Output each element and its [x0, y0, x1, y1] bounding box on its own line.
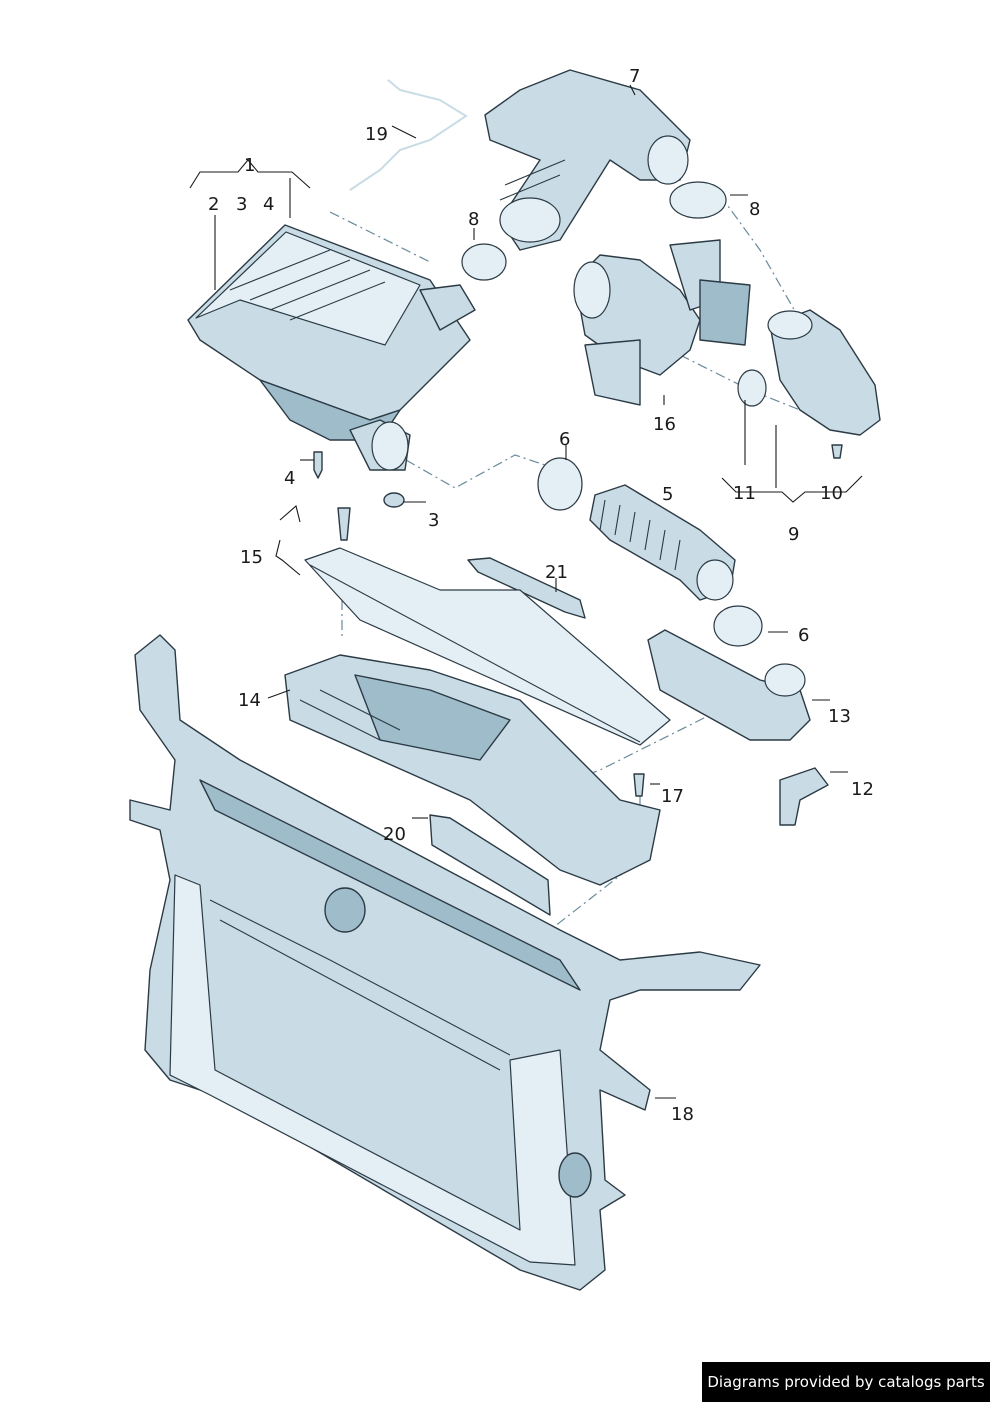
part-10-screw: [831, 444, 843, 459]
callout-4-screw: 4: [284, 468, 295, 489]
part-6-clamp-lower: [713, 605, 763, 647]
callout-9: 9: [788, 524, 799, 545]
part-15-screw: [337, 507, 351, 541]
credit-badge: Diagrams provided by catalogs parts: [702, 1362, 990, 1402]
part-11-o-ring: [737, 369, 767, 407]
callout-7: 7: [629, 66, 640, 87]
callout-1: 1: [244, 155, 255, 176]
part-5-corrugated-hose: [589, 484, 736, 601]
callout-11: 11: [733, 483, 756, 504]
callout-labels: 1 2 3 4 19 7 8 8 16 6 4 3 5 11 10 9 15 2…: [208, 66, 874, 1125]
callout-14: 14: [238, 690, 261, 711]
part-19-wiring-harness: [349, 79, 468, 191]
callout-12: 12: [851, 779, 874, 800]
callout-19: 19: [365, 124, 388, 145]
callout-5: 5: [662, 484, 673, 505]
part-18-lock-carrier: [129, 634, 761, 1291]
part-8-clamp-lower: [461, 243, 507, 281]
part-3-grommet: [383, 492, 405, 508]
part-13-duct-side: [647, 629, 811, 741]
part-14-air-duct: [284, 654, 661, 886]
part-6-clamp-upper: [537, 457, 583, 511]
part-8-clamp-upper: [669, 181, 727, 219]
callout-17: 17: [661, 786, 684, 807]
callout-2: 2: [208, 194, 219, 215]
leader-lines: [189, 84, 863, 1099]
callout-3-grommet: 3: [428, 510, 439, 531]
part-12-hose: [779, 767, 829, 826]
part-20-plate: [429, 814, 551, 916]
callout-20: 20: [383, 824, 406, 845]
part-4-screw: [313, 451, 323, 479]
callout-4: 4: [263, 194, 274, 215]
callout-21: 21: [545, 562, 568, 583]
callout-6-lower: 6: [798, 625, 809, 646]
part-21-seal: [467, 557, 586, 619]
callout-8-upper: 8: [749, 199, 760, 220]
callout-10: 10: [820, 483, 843, 504]
callout-13: 13: [828, 706, 851, 727]
callout-16: 16: [653, 414, 676, 435]
part-16-throttle-body: [573, 239, 751, 406]
callout-8-lower: 8: [468, 209, 479, 230]
part-9-charge-air-hose: [767, 309, 881, 436]
part-7-intake-pipe: [484, 69, 691, 251]
callout-3: 3: [236, 194, 247, 215]
part-17-screw: [633, 773, 645, 797]
credit-text: Diagrams provided by catalogs parts: [707, 1373, 985, 1391]
callout-15: 15: [240, 547, 263, 568]
part-1-air-filter-housing: [187, 224, 476, 471]
part-15-air-guide-upper: [304, 547, 671, 746]
callout-18: 18: [671, 1104, 694, 1125]
callout-6-upper: 6: [559, 429, 570, 450]
